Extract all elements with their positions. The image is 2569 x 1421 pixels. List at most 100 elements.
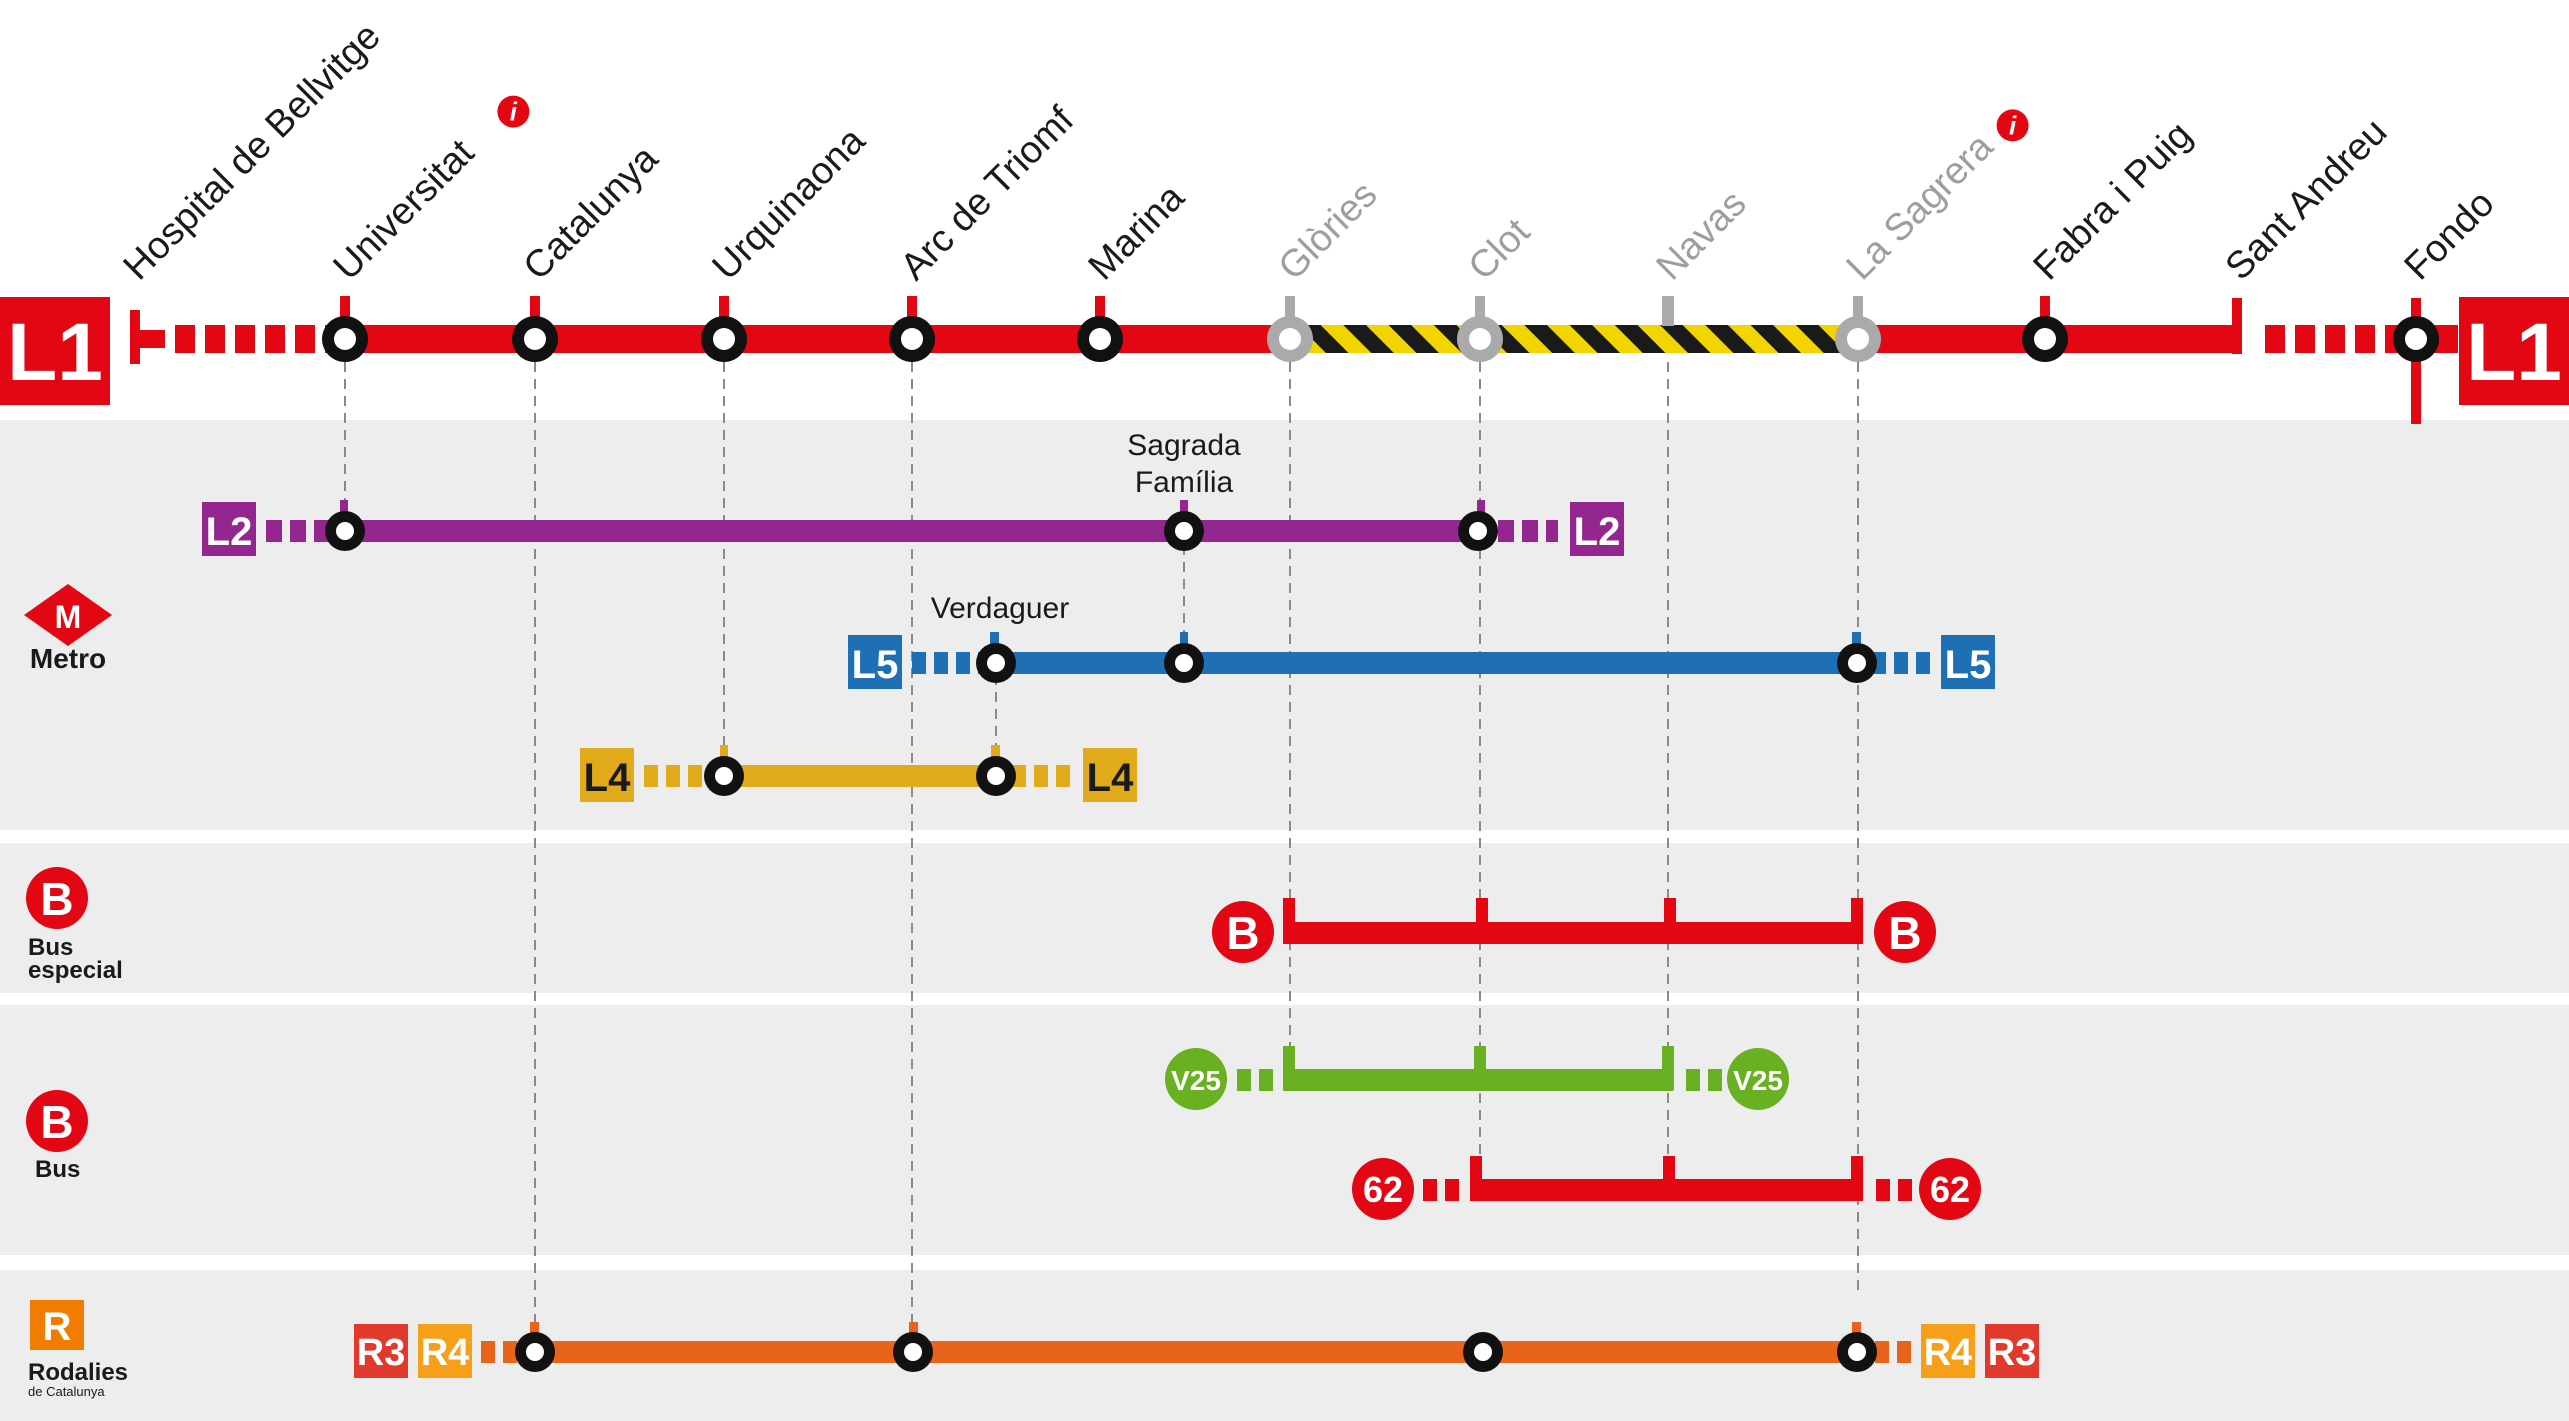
l4-dash [644,765,658,787]
l1-station-center [2034,328,2056,350]
l5-line: L5 L5 Verdaguer [848,592,1995,689]
l2-tick [1180,500,1188,520]
l2-dash [1546,520,1558,542]
l2-dash [290,520,306,542]
interchange-station-center [987,654,1005,672]
l1-station-center [1469,328,1491,350]
l1-station-tick [2040,296,2050,326]
bus-logo-icon [26,1090,88,1152]
r4-badge-right-text: R4 [1924,1332,1973,1374]
l1-segment-open-west [325,325,1291,353]
l2-tick [340,500,348,520]
l1-fondo-tick-bottom [2411,352,2421,424]
bus-label: Bus [35,1156,80,1183]
bus-section-legend: B Bus [26,1090,88,1183]
l1-station-center [1279,328,1301,350]
l5-dash [912,652,926,674]
rodalies-dash [503,1341,517,1363]
l5-tick [990,632,999,652]
l5-badge-right [1941,635,1995,689]
bus-especial-tick [1476,898,1488,928]
l1-badge-right-text: L1 [2466,307,2562,398]
interchange-station-center [987,767,1005,785]
bus-especial-logo-letter: B [40,873,73,925]
bus-62-dash [1445,1179,1459,1201]
r3-badge-left [354,1324,408,1378]
l1-station-tick [1095,296,1105,326]
l5-tick [1852,632,1861,652]
info-icon-glyph: i [510,97,518,127]
l5-badge-left-text: L5 [852,643,899,687]
bus-62-badge-left-text: 62 [1363,1169,1403,1210]
v25-tick [1283,1046,1295,1090]
l1-dash [2265,325,2285,353]
rodalies-section-legend: R Rodalies de Catalunya [28,1300,128,1399]
l4-tick [720,745,728,765]
bus-62-tick [1851,1156,1863,1200]
l2-station-label-familia: Família [1135,466,1234,499]
l4-badge-left [580,748,634,802]
l4-dash [1056,765,1070,787]
l1-station-tick [340,296,350,326]
bus-especial-tick [1664,898,1676,928]
bus-especial-line: B B [1212,898,1936,963]
v25-badge-right-text: V25 [1733,1065,1783,1096]
transfer-connectors [344,362,1859,1345]
bus-logo-letter: B [40,1096,73,1148]
v25-badge-left [1165,1048,1227,1110]
l1-dash [235,325,255,353]
bus-especial-badge-left [1212,901,1274,963]
interchange-stations [325,511,1877,1372]
l1-dash [2355,325,2375,353]
l1-station-label: Urquinaona [705,119,874,288]
r3-badge-right-text: R3 [1988,1332,2037,1374]
bus-62-segment [1470,1179,1863,1201]
metro-section-legend: M Metro [24,584,112,674]
v25-tick [1474,1046,1486,1070]
bus-especial-logo-icon [26,867,88,929]
bus-panel [0,1005,2569,1255]
interchange-station-center [715,767,733,785]
l1-dash [2325,325,2345,353]
bus-62-badge-right [1919,1158,1981,1220]
info-icon[interactable] [1996,109,2029,142]
l4-badge-left-text: L4 [584,756,631,800]
bus-62-dash [1898,1179,1912,1201]
rodalies-dash [1875,1341,1889,1363]
r3-badge-right [1985,1324,2039,1378]
l1-station-label: Marina [1081,176,1193,288]
l1-badge-right [2459,297,2569,405]
rodalies-logo-letter: R [43,1305,72,1349]
bus-62-dash [1423,1179,1437,1201]
rodalies-dash [481,1341,495,1363]
l1-station-tick [1662,296,1674,326]
bus-62-tick [1663,1156,1675,1180]
l1-stations: Hospital de BellvitgeUniversitatiCatalun… [116,15,2503,362]
interchange-station-center [1848,1343,1866,1361]
v25-dash [1708,1069,1722,1091]
l2-badge-left [202,502,256,556]
rodalies-segment [523,1341,1863,1363]
l1-station-center [2405,328,2427,350]
l4-dash [666,765,680,787]
l1-dash [265,325,285,353]
bus-62-tick [1470,1156,1482,1200]
bus-62-line: 62 62 [1352,1156,1981,1220]
v25-tick [1662,1046,1674,1090]
l2-segment [334,520,1479,542]
l5-badge-left [848,635,902,689]
l2-badge-left-text: L2 [206,510,253,554]
metro-logo-icon [24,584,112,646]
l4-dash [1034,765,1048,787]
v25-badge-left-text: V25 [1171,1065,1221,1096]
v25-badge-right [1727,1048,1789,1110]
interchange-station-center [1175,522,1193,540]
v25-dash [1237,1069,1251,1091]
bus-especial-label-line2: especial [28,957,123,984]
l1-station-center [524,328,546,350]
l2-badge-right [1570,502,1624,556]
r4-badge-right [1921,1324,1975,1378]
info-icon[interactable] [497,95,530,128]
l1-station-label: Catalunya [516,137,667,288]
